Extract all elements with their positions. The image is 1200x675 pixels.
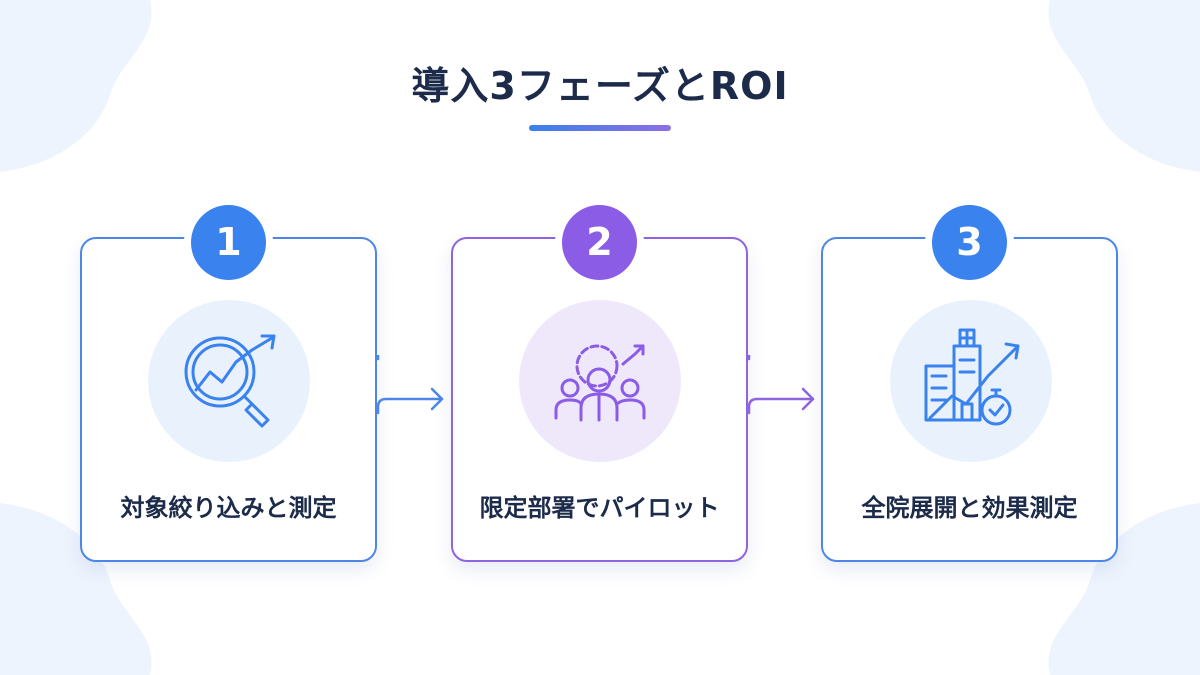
background-blob-bottom-right — [1048, 503, 1200, 675]
magnifier-trend-icon — [184, 334, 276, 428]
phase-label-3: 全院展開と効果測定 — [861, 494, 1078, 522]
connector-arrow-1-to-2 — [376, 355, 444, 415]
page-title: 導入3フェーズとROI — [411, 64, 789, 108]
phase-icon-circle-1 — [148, 300, 310, 462]
phase-label-2: 限定部署でパイロット — [479, 494, 720, 522]
title-underline — [529, 125, 671, 131]
phase-number-badge-3: 3 — [932, 205, 1007, 280]
background-blob-bottom-left — [0, 503, 152, 675]
phase-number-badge-2: 2 — [562, 205, 637, 280]
background-blob-top-right — [1048, 0, 1200, 172]
phase-label-1: 対象絞り込みと測定 — [120, 494, 337, 522]
team-gear-icon — [554, 344, 646, 422]
background-blob-top-left — [0, 0, 152, 172]
hospital-growth-icon — [924, 328, 1020, 426]
phase-icon-circle-3 — [890, 300, 1052, 462]
connector-arrow-2-to-3 — [747, 355, 815, 415]
phase-number-badge-1: 1 — [191, 205, 266, 280]
phase-icon-circle-2 — [519, 300, 681, 462]
